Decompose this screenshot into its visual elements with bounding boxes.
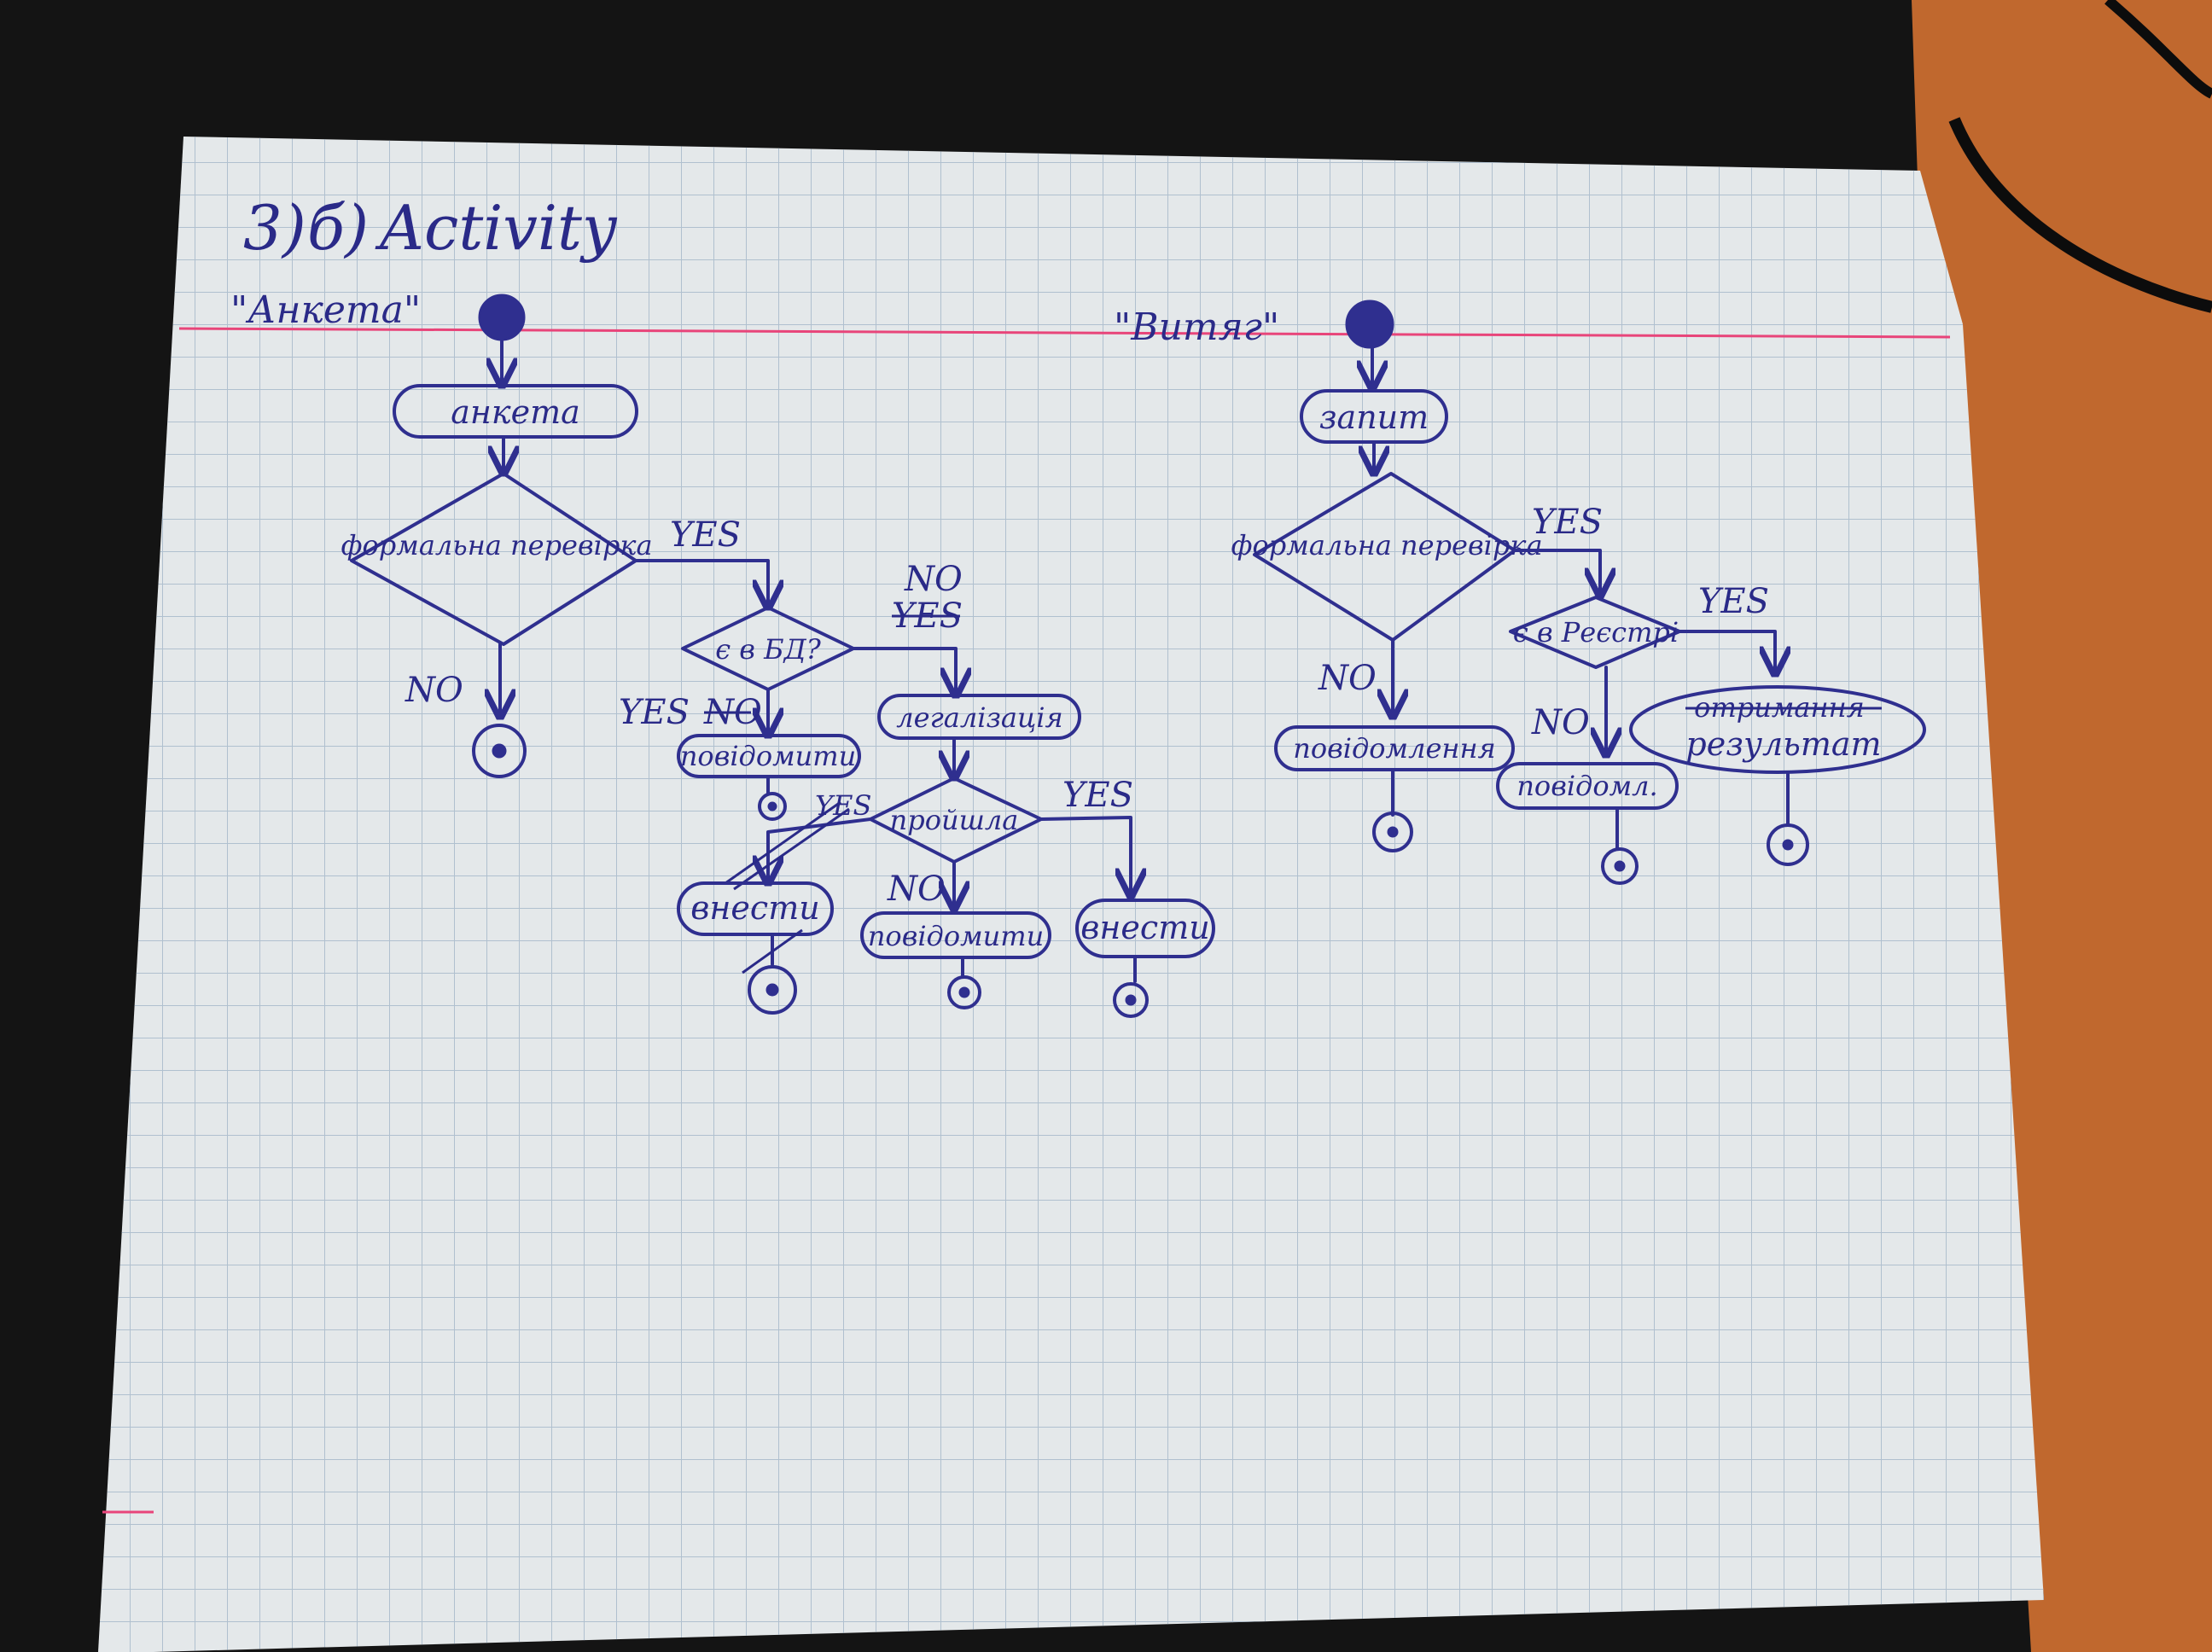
left-edge-db-yes: YES	[619, 693, 690, 732]
right-edge-check-yes: YES	[1532, 503, 1603, 542]
right-action-request-label: запит	[1319, 398, 1429, 436]
left-action-notify-label: повідомити	[680, 740, 856, 772]
strike-passed-yes-2	[733, 807, 850, 891]
edge-left-passed-yes	[1039, 816, 1131, 896]
heading-letter: б)	[307, 192, 369, 264]
left-action-enter-right-label: внести	[1080, 909, 1209, 946]
left-action-notify2-label: повідомити	[868, 920, 1044, 952]
left-action-notify2	[860, 911, 1051, 959]
right-edge-registry-no: NO	[1531, 703, 1590, 742]
right-diagram-name: "Витяг"	[1114, 305, 1279, 349]
right-final-node-3	[1767, 823, 1809, 866]
right-action-notify2-label: повідомл.	[1516, 770, 1657, 802]
left-action-anketa-label: анкета	[451, 393, 580, 431]
right-decision-registry-label: є в Реєстрі	[1513, 616, 1679, 649]
edge-left-check-yes	[634, 559, 768, 608]
left-edge-passed-yes-struck: YES	[815, 789, 871, 822]
left-initial-node	[478, 294, 526, 341]
left-decision-passed-label: пройшла	[890, 804, 1019, 836]
right-action-result-label: результат	[1685, 725, 1881, 763]
left-edge-passed-yes: YES	[1062, 776, 1133, 815]
edge-left-db-no	[852, 647, 956, 695]
heading-number: 3)	[243, 192, 306, 264]
left-final-node-2	[758, 792, 787, 821]
strike-enter-final	[742, 928, 803, 974]
left-action-enter-right	[1075, 899, 1215, 958]
left-final-node-4	[947, 975, 981, 1009]
left-final-node-5	[1113, 982, 1149, 1018]
heading-word: Activity	[375, 192, 618, 264]
left-final-node-1	[472, 724, 527, 778]
paper-grid	[98, 137, 2044, 1652]
strike-passed-yes-1	[725, 800, 841, 885]
left-action-enter-left	[677, 881, 834, 936]
cable	[1948, 117, 2212, 313]
right-action-notify2	[1496, 762, 1679, 810]
left-decision-check	[350, 472, 637, 646]
left-diagram-name: "Анкета"	[230, 288, 421, 332]
left-edge-check-no: NO	[405, 671, 463, 710]
left-action-legalize	[877, 694, 1081, 740]
right-initial-node	[1345, 300, 1394, 349]
right-decision-registry	[1509, 596, 1681, 669]
right-final-node-1	[1372, 811, 1413, 852]
right-decision-check-label: формальна перевірка	[1231, 529, 1542, 561]
left-edge-passed-no: NO	[887, 870, 946, 909]
edge-right-registry-yes	[1678, 630, 1775, 674]
left-decision-db-label: є в БД?	[715, 633, 821, 666]
left-edge-db-no: NO	[904, 560, 963, 599]
right-edge-registry-yes: YES	[1698, 582, 1769, 621]
right-edge-check-no: NO	[1318, 659, 1377, 698]
right-final-node-2	[1601, 847, 1639, 885]
left-action-anketa	[393, 384, 638, 439]
right-action-result	[1629, 685, 1926, 774]
right-action-notify-label: повідомлення	[1293, 732, 1495, 765]
left-decision-check-label: формальна перевірка	[341, 529, 652, 561]
margin-line	[178, 327, 1951, 339]
left-final-node-3	[748, 965, 797, 1015]
left-action-legalize-label: легалізація	[896, 701, 1062, 734]
desk-wood-area	[1912, 0, 2212, 1652]
left-action-enter-left-label: внести	[690, 889, 819, 927]
edge-right-check-yes	[1513, 549, 1600, 596]
left-edge-check-yes: YES	[670, 515, 741, 555]
cable-2	[2104, 0, 2212, 99]
